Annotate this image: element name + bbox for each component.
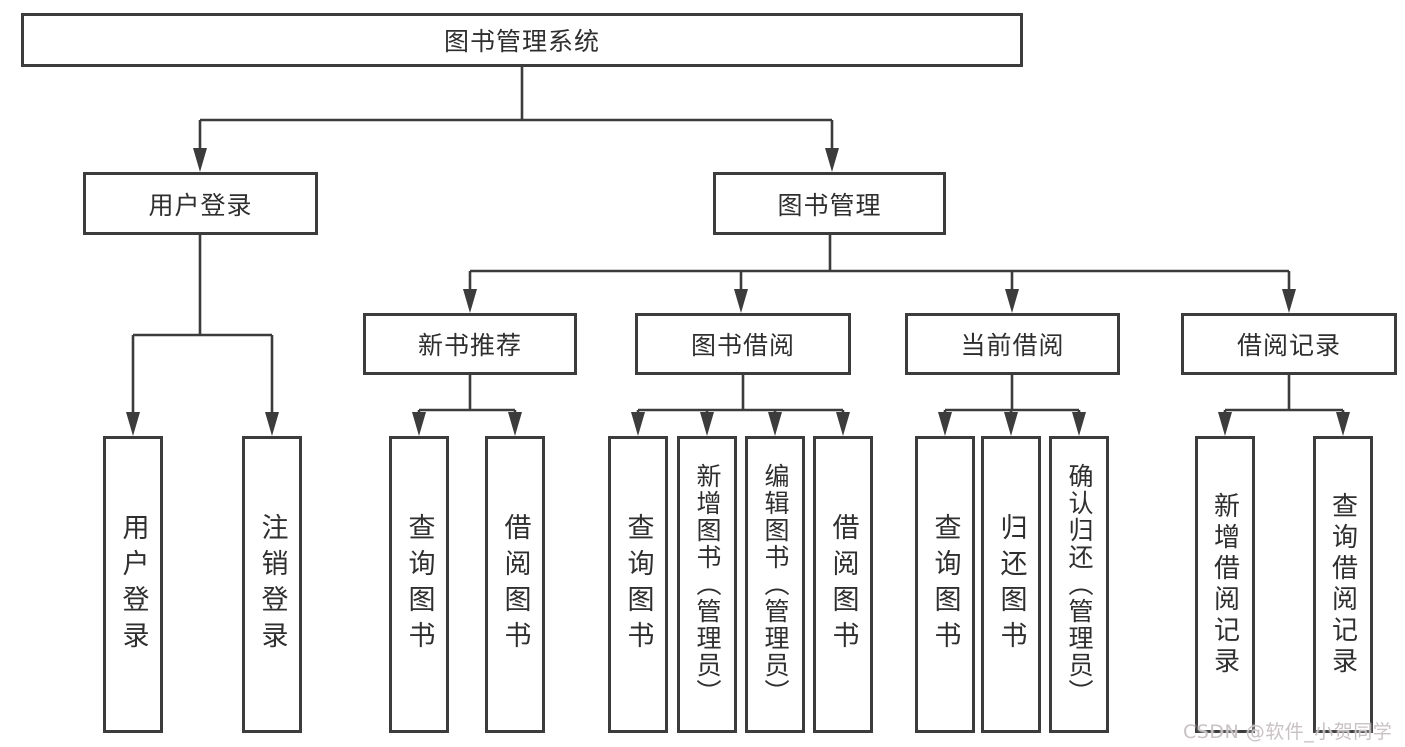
leaf-query-borrow-record: 查询借阅记录 — [1313, 436, 1373, 733]
connector-new-book-recommend-to-leaves — [412, 375, 522, 436]
node-book-management: 图书管理 — [713, 172, 946, 235]
leaf-edit-book-admin: 编辑图书（管理员） — [745, 436, 805, 733]
leaf-add-book-admin: 新增图书（管理员） — [677, 436, 737, 733]
node-user-login: 用户登录 — [83, 172, 318, 235]
leaf-borrow-books-2: 借阅图书 — [813, 436, 873, 733]
leaf-query-books-borrow: 查询图书 — [608, 436, 668, 733]
connector-root-to-level1 — [193, 67, 839, 172]
leaf-borrow-books: 借阅图书 — [485, 436, 545, 733]
leaf-user-login: 用户登录 — [103, 436, 163, 733]
leaf-add-borrow-record: 新增借阅记录 — [1195, 436, 1255, 733]
connector-current-borrow-to-leaves — [938, 375, 1086, 436]
leaf-return-books: 归还图书 — [981, 436, 1041, 733]
watermark-text: CSDN @软件_小贺同学 — [1183, 721, 1393, 743]
node-book-borrow: 图书借阅 — [635, 313, 851, 375]
connector-user-login-to-leaves — [126, 235, 279, 436]
node-library-system: 图书管理系统 — [21, 13, 1023, 67]
node-borrow-records: 借阅记录 — [1181, 313, 1397, 375]
leaf-confirm-return-admin: 确认归还（管理员） — [1049, 436, 1109, 733]
connector-book-borrow-to-leaves — [631, 375, 850, 436]
node-new-book-recommend: 新书推荐 — [363, 313, 577, 375]
leaf-logout: 注销登录 — [242, 436, 302, 733]
leaf-query-books-current: 查询图书 — [915, 436, 975, 733]
node-current-borrow: 当前借阅 — [905, 313, 1120, 375]
connector-borrow-records-to-leaves — [1218, 375, 1350, 436]
connector-book-management-to-level2 — [463, 235, 1296, 313]
leaf-query-books: 查询图书 — [389, 436, 449, 733]
